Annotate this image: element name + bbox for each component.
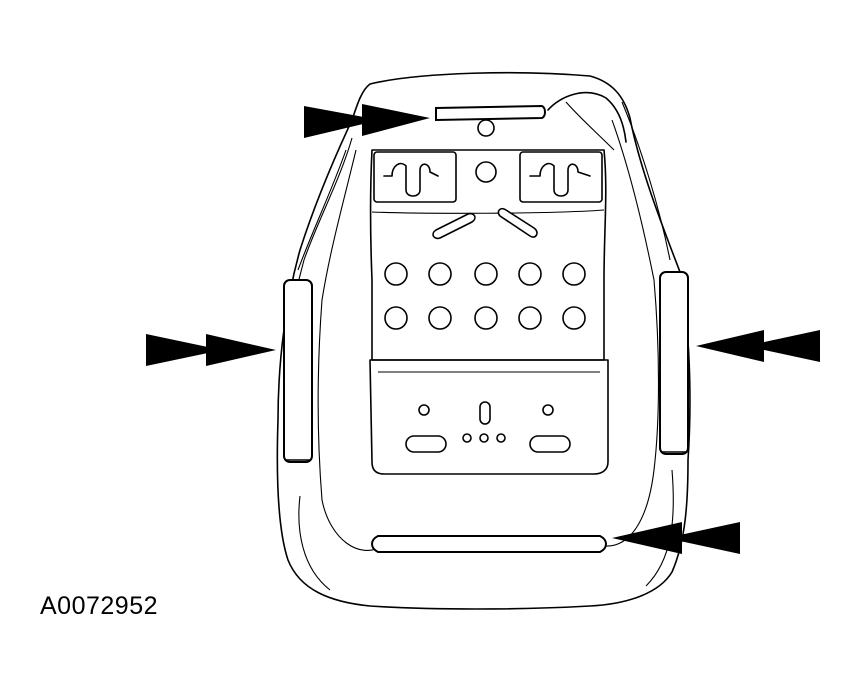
arrow-left xyxy=(146,334,276,366)
right-lower-slot xyxy=(529,435,571,453)
top-hole xyxy=(477,119,495,137)
right-hook-slot xyxy=(519,151,603,203)
left-slanted-slot xyxy=(432,212,476,240)
top-strip xyxy=(435,104,546,122)
left-strip xyxy=(283,279,313,463)
left-hook-icon xyxy=(383,162,439,197)
right-strip xyxy=(659,271,689,455)
seat-pan xyxy=(369,119,609,475)
right-slanted-slot xyxy=(497,207,538,238)
right-hook-icon xyxy=(529,162,591,197)
center-hole xyxy=(475,161,497,183)
bottom-strip xyxy=(371,535,607,553)
hole-grid xyxy=(384,262,586,330)
attachment-strips xyxy=(283,104,689,553)
arrow-top-left xyxy=(304,104,430,138)
arrow-right xyxy=(696,330,820,362)
figure-id-label: A0072952 xyxy=(40,592,159,620)
left-hook-slot xyxy=(373,151,457,203)
left-lower-slot xyxy=(405,435,447,453)
arrow-bottom-right xyxy=(612,522,740,554)
seat-cushion-outline xyxy=(276,71,691,610)
